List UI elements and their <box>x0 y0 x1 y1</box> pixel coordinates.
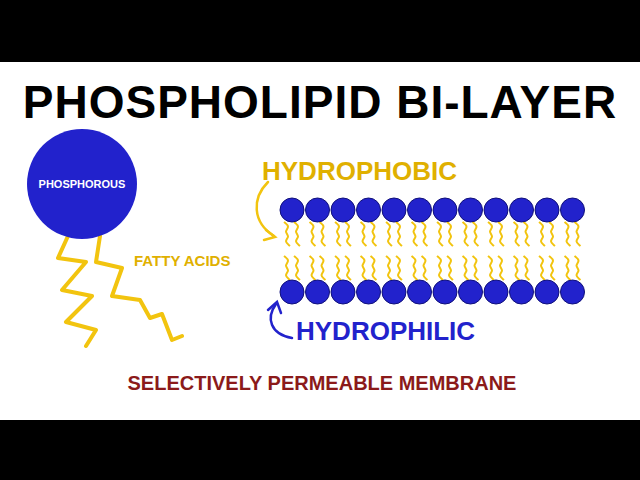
tail-squiggle <box>422 222 428 246</box>
arrow-head <box>264 230 275 240</box>
phosphate-head <box>510 280 534 304</box>
tail-squiggle <box>565 256 571 280</box>
fatty-acid-tail <box>96 236 182 340</box>
tail-squiggle <box>294 256 300 280</box>
hydrophilic-label: HYDROPHILIC <box>296 316 475 347</box>
phosphate-head <box>306 280 330 304</box>
tail-squiggle <box>371 222 377 246</box>
tail-squiggle <box>473 256 479 280</box>
pointer-arrow <box>257 182 274 236</box>
node-content: PHOSPHOROUS <box>26 128 138 240</box>
tail-squiggle <box>463 256 469 280</box>
tail-squiggle <box>488 256 494 280</box>
tail-squiggle <box>514 222 520 246</box>
fatty-acid-tail <box>58 236 96 346</box>
tail-squiggle <box>565 222 571 246</box>
circle-shape <box>27 129 137 239</box>
pointer-arrow <box>271 304 292 338</box>
tail-squiggle <box>549 256 555 280</box>
top-bar <box>0 0 640 62</box>
pointer-arrows <box>257 182 292 338</box>
tail-squiggle <box>412 256 418 280</box>
phosphate-head <box>510 198 534 222</box>
tail-squiggle <box>575 256 581 280</box>
phosphate-head <box>331 198 355 222</box>
tail-squiggle <box>514 256 520 280</box>
phosphate-head <box>408 198 432 222</box>
tail-squiggle <box>361 256 367 280</box>
phosphate-head <box>382 198 406 222</box>
phosphate-head <box>382 280 406 304</box>
phosphate-head <box>535 198 559 222</box>
tail-squiggle <box>335 256 341 280</box>
tail-squiggle <box>539 222 545 246</box>
tail-squiggle <box>549 222 555 246</box>
phosphate-head <box>280 198 304 222</box>
tail-squiggle <box>524 222 530 246</box>
tail-squiggle <box>539 256 545 280</box>
tail-squiggle <box>437 222 443 246</box>
tail-squiggle <box>396 256 402 280</box>
title: PHOSPHOLIPID BI-LAYER <box>23 75 617 129</box>
tail-squiggle <box>473 222 479 246</box>
fatty-acids-label: FATTY ACIDS <box>134 252 230 269</box>
phosphate-head <box>408 280 432 304</box>
tail-squiggle <box>422 256 428 280</box>
phosphate-head <box>484 280 508 304</box>
tail-squiggle <box>412 222 418 246</box>
tail-squiggle <box>437 256 443 280</box>
tail-squiggle <box>524 256 530 280</box>
tail-squiggle <box>310 222 316 246</box>
tail-squiggle <box>335 222 341 246</box>
phosphate-head <box>459 198 483 222</box>
tail-squiggle <box>320 256 326 280</box>
phosphate-head <box>561 198 585 222</box>
tail-squiggle <box>284 222 290 246</box>
caption: SELECTIVELY PERMEABLE MEMBRANE <box>128 372 517 395</box>
phosphate-head <box>357 280 381 304</box>
tail-squiggle <box>345 256 351 280</box>
hydrophobic-label: HYDROPHOBIC <box>262 156 457 187</box>
phosphate-head <box>535 280 559 304</box>
tail-squiggle <box>447 222 453 246</box>
tail-squiggle <box>310 256 316 280</box>
phosphate-head <box>331 280 355 304</box>
tail-squiggle <box>345 222 351 246</box>
bottom-bar <box>0 420 640 480</box>
phosphate-head <box>561 280 585 304</box>
phosphate-head-circle: PHOSPHOROUS <box>26 128 138 240</box>
phosphate-head <box>357 198 381 222</box>
tail-squiggle <box>463 222 469 246</box>
tail-squiggle <box>294 222 300 246</box>
tail-squiggle <box>498 256 504 280</box>
phosphate-head <box>459 280 483 304</box>
phosphate-head <box>433 280 457 304</box>
tail-squiggle <box>447 256 453 280</box>
tail-squiggle <box>575 222 581 246</box>
phosphate-head <box>433 198 457 222</box>
tail-squiggle <box>371 256 377 280</box>
bilayer <box>280 198 585 304</box>
tail-squiggle <box>498 222 504 246</box>
phosphate-head <box>306 198 330 222</box>
tail-squiggle <box>396 222 402 246</box>
phosphate-head <box>280 280 304 304</box>
node-label: PHOSPHOROUS <box>39 178 126 190</box>
tail-squiggle <box>386 222 392 246</box>
tail-squiggle <box>386 256 392 280</box>
arrow-head <box>268 302 281 313</box>
tail-squiggle <box>320 222 326 246</box>
tail-squiggle <box>488 222 494 246</box>
tail-squiggle <box>361 222 367 246</box>
tail-squiggle <box>284 256 290 280</box>
phosphate-head <box>484 198 508 222</box>
